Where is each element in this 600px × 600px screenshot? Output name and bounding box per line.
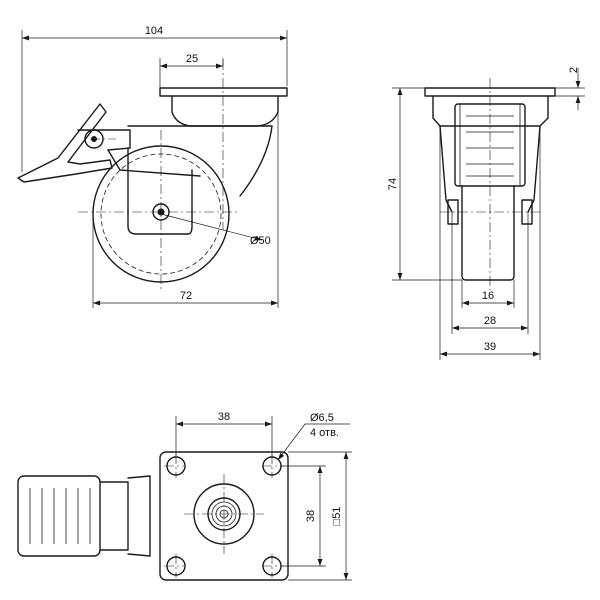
dim-wheel-diameter-leader xyxy=(160,213,263,241)
top-mounting-plate xyxy=(159,451,289,581)
side-fork-plate xyxy=(127,147,193,235)
dim-base-width: 72 xyxy=(180,290,192,302)
side-brake-lever xyxy=(107,149,201,177)
side-brake-pedal xyxy=(17,103,113,183)
front-fork-legs xyxy=(439,125,541,213)
side-view: 104 25 Ø50 72 xyxy=(17,25,288,308)
dim-plate-offset: 25 xyxy=(186,53,198,65)
dim-hole-spacing-y: 38 xyxy=(305,510,317,522)
dim-hole-diameter: Ø6,5 xyxy=(310,412,334,424)
dim-hole-callout-leader xyxy=(277,423,306,461)
side-top-plate xyxy=(159,87,288,97)
front-wheel-tread xyxy=(461,185,515,281)
dim-hole-spacing-x: 38 xyxy=(218,411,230,423)
front-view: 2 74 16 28 39 xyxy=(387,67,585,360)
front-bearing-housing xyxy=(432,95,549,127)
dim-plate-size: □51 xyxy=(331,507,343,526)
top-view: 38 Ø6,5 4 отв. 38 □51 xyxy=(17,411,352,581)
side-swivel-housing xyxy=(171,95,279,127)
dim-height: 74 xyxy=(387,178,399,190)
dim-tread-width: 16 xyxy=(482,290,494,302)
dim-hole-count: 4 отв. xyxy=(310,427,339,439)
side-fork-body xyxy=(127,125,273,197)
dim-plate-thickness: 2 xyxy=(568,67,580,73)
dim-overall-width: 104 xyxy=(145,25,163,37)
dim-fork-width: 28 xyxy=(484,315,496,327)
dim-wheel-diameter: Ø50 xyxy=(250,235,271,247)
top-brake-link xyxy=(127,475,151,557)
top-brake-arm xyxy=(99,481,129,551)
side-brake-bracket xyxy=(77,129,131,151)
dim-front-overall-width: 39 xyxy=(484,341,496,353)
top-brake-pedal xyxy=(17,475,101,557)
